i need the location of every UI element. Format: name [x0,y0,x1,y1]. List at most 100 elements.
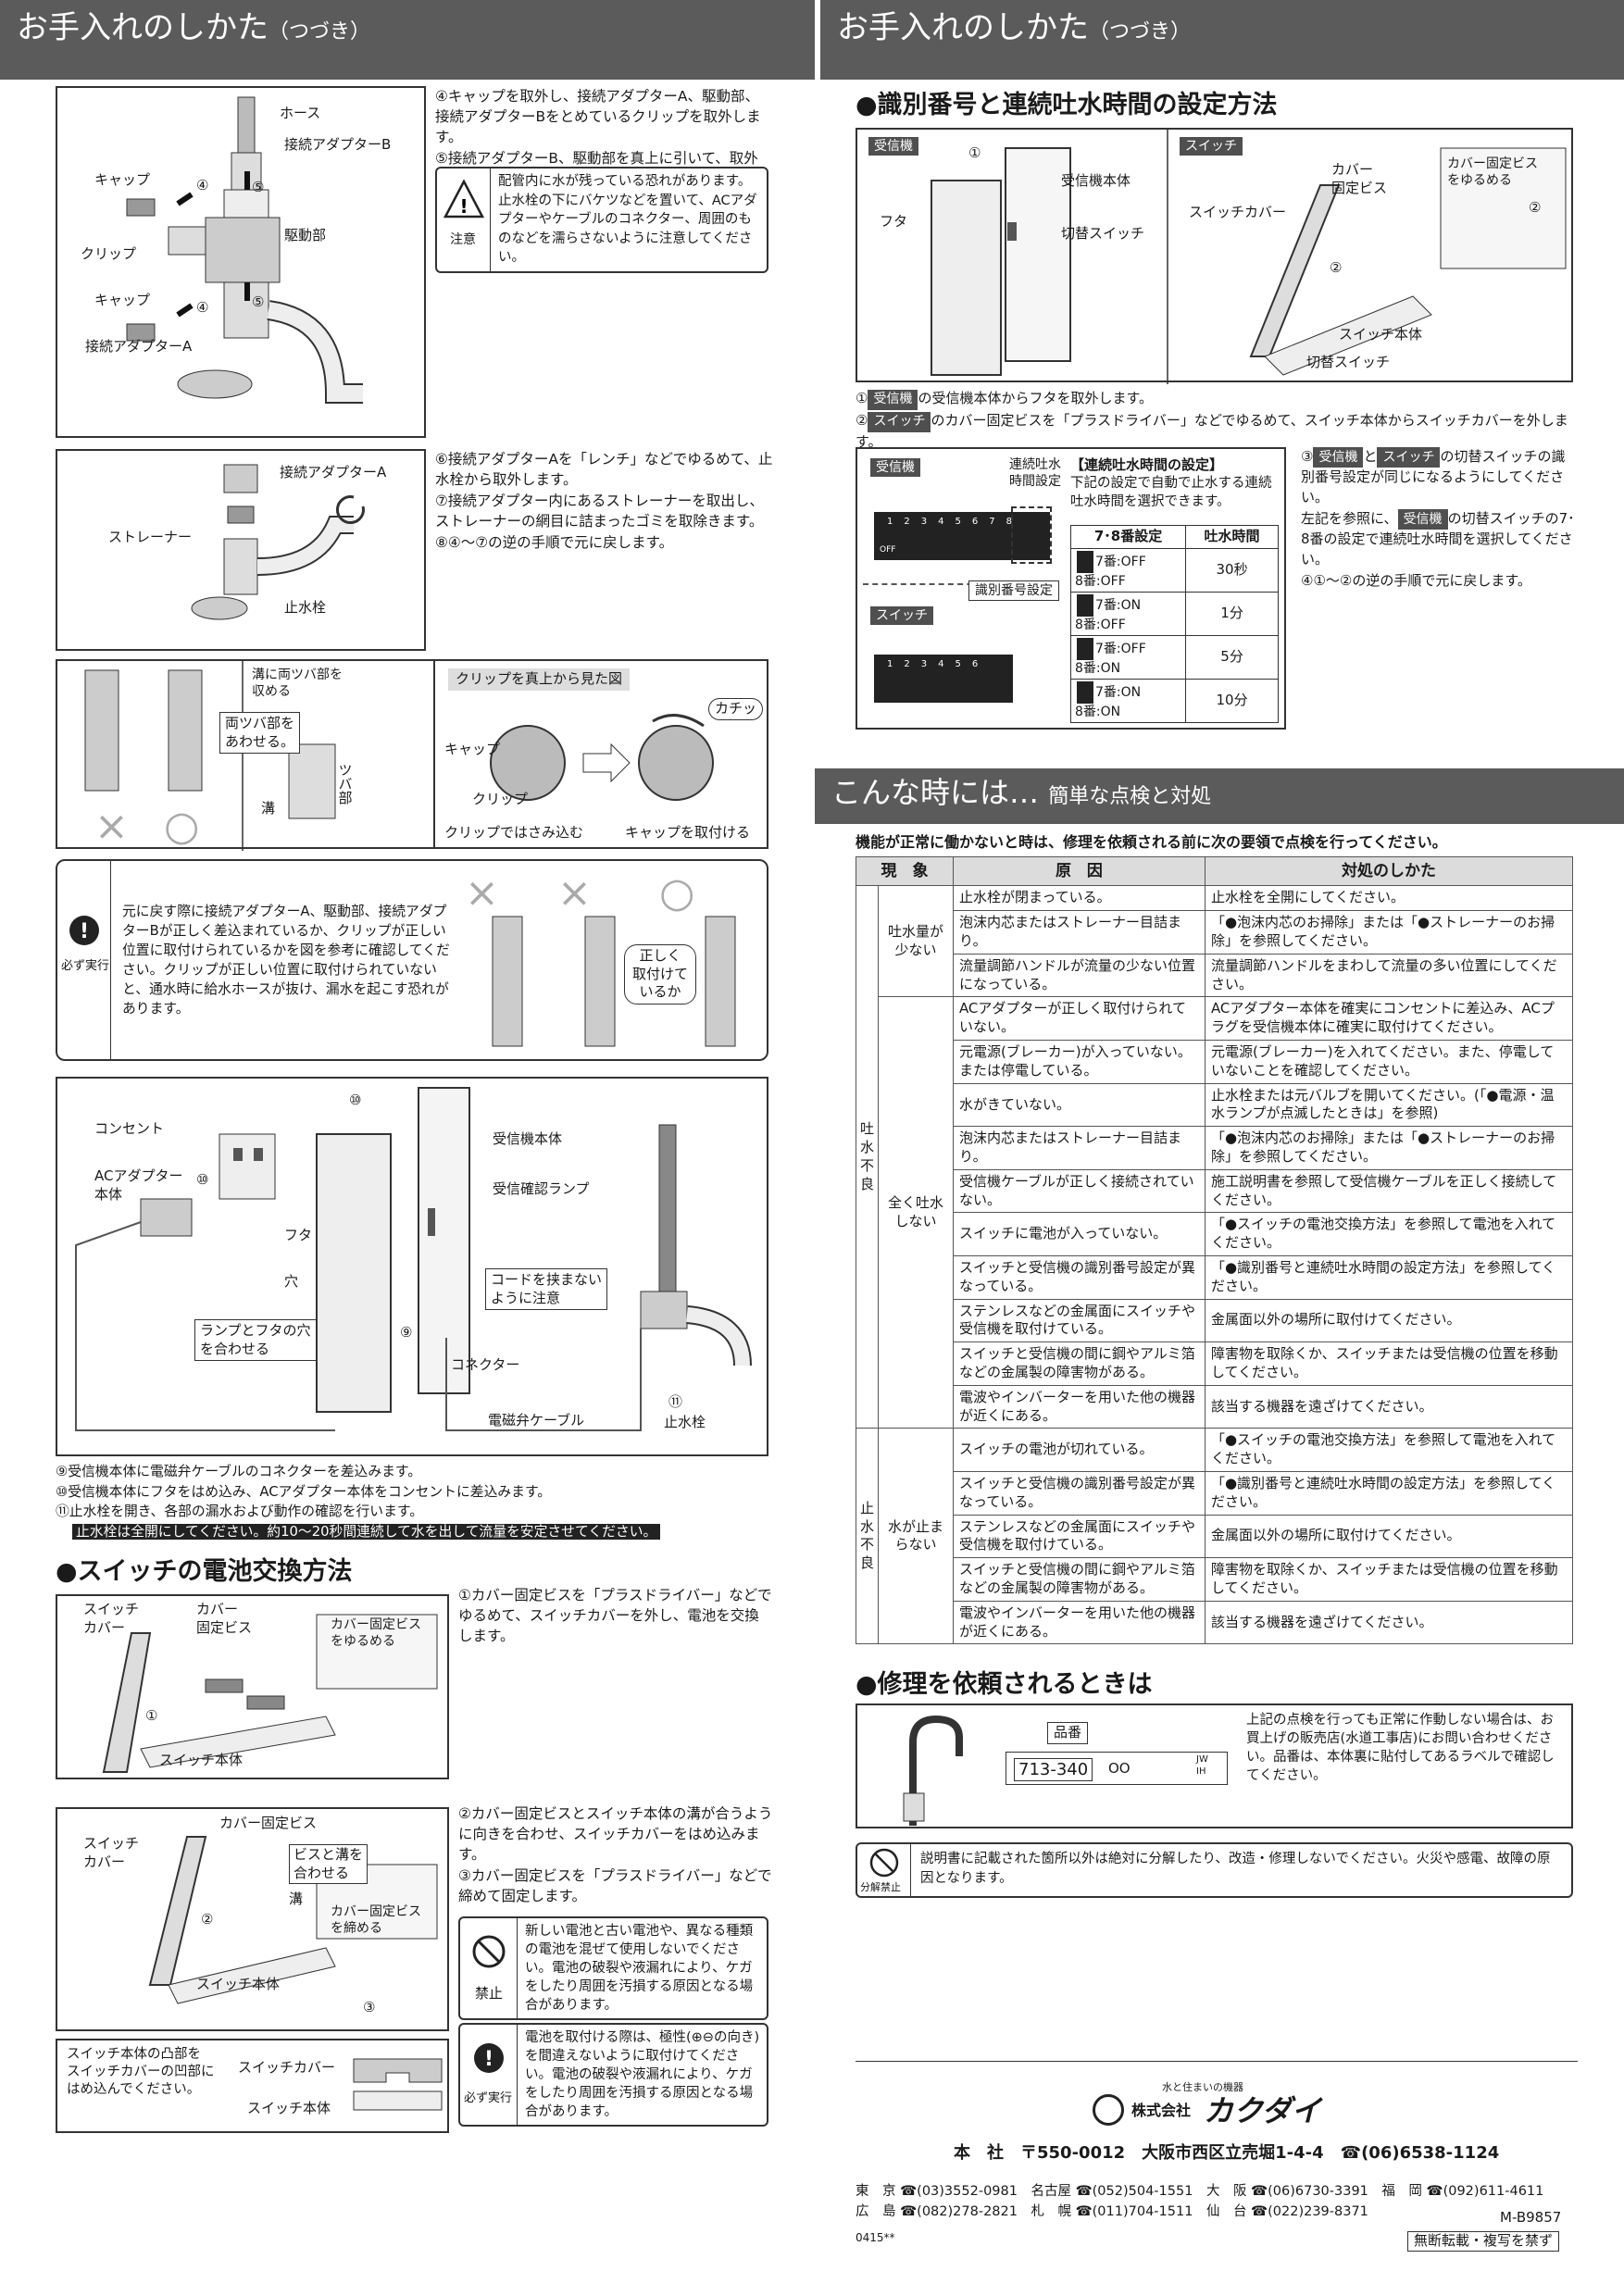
step3-text: の切替スイッチの識別番号設定が同じになるようにしてください。 [1301,448,1566,506]
clip-view-title: クリップを真上から見た図 [448,668,631,691]
step-4: ④キャップを取外し、接続アダプターA、駆動部、接続アダプターBをとめているクリッ… [435,88,761,145]
figure-battery-note: スイッチ本体の凸部を スイッチカバーの凹部に はめ込んでください。 スイッチカバ… [56,2039,449,2133]
footer-company: 株式会社 [1131,2102,1192,2119]
dip-heading: 【連続吐水時間の設定】 [1070,456,1224,473]
callout-lamp-align: ランプとフタの穴 を合わせる [194,1319,317,1361]
caption-cap-attach: キャップを取付ける [625,824,751,841]
battery-step-2: ②カバー固定ビスとスイッチ本体の溝が合うように向きを合わせ、スイッチカバーをはめ… [458,1805,773,1863]
step-6: ⑥接続アダプターAを「レンチ」などでゆるめて、止水栓から取外します。 [435,451,773,488]
figure-receiver-install: コンセント ACアダプター 本体 ⑩ ⑩ フタ 穴 ランプとフタの穴 を合わせる… [56,1077,768,1456]
label-step10a: ⑩ [196,1171,209,1188]
label-flange-part: ツバ部 [336,763,354,805]
label-id-receiver-body: 受信機本体 [1061,172,1131,189]
label-tighten-screw: カバー固定ビス を締める [331,1904,421,1937]
label-cap-1: キャップ [94,171,151,188]
clip-illustration [490,714,714,801]
svg-text:!: ! [484,2048,493,2071]
label-id-cover-screw: カバー 固定ビス [1331,161,1388,196]
dip-tag-switch: スイッチ [870,606,933,626]
label-groove-fit: 溝に両ツバ部を 収める [252,668,343,700]
flange-illustration [84,661,336,851]
remedy-2-2: 元電源(ブレーカー)を入れてください。また、停電していないことを確認してください… [1204,1040,1574,1084]
no-disassembly-icon [869,1848,899,1878]
dip-receiver-block: 12345678 OFF [874,512,1050,560]
footer-offices-1: 東 京 ☎(03)3552-0981 名古屋 ☎(052)504-1551 大 … [856,2184,1544,2199]
caution-icon-area: ! 注意 [437,168,491,271]
dip-description: 下記の設定で自動で止水する連続吐水時間を選択できます。 [1070,476,1272,509]
right-header-title: お手入れのしかた [837,9,1089,46]
figure-strainer: 接続アダプターA ストレーナー 止水栓 [56,449,426,651]
product-code: 713-340 [1014,1758,1093,1782]
cause-2-9: スイッチと受信機の間に鋼やアルミ箔などの金属製の障害物がある。 [952,1341,1206,1386]
repair-section-title: ●修理を依頼されるときは [856,1670,1153,1699]
warning-icon: ! [443,179,485,218]
cause-2-3: 水がきていない。 [952,1082,1206,1128]
trouble-table: 現 象原 因対処のしかた 吐 水 不 良吐水量が少ない止水栓が閉まっている。止水… [856,855,1574,1645]
idset-section-title: ●識別番号と連続吐水時間の設定方法 [856,91,1278,119]
cause-1-1: 止水栓が閉まっている。 [952,885,1206,912]
must-text-1: 元に戻す際に接続アダプターA、駆動部、接続アダプターBが正しく差込まれているか、… [122,904,450,1017]
repair-text: 上記の点検を行っても正常に作動しない場合は、お買上げの販売店(水道工事店)にお問… [1246,1713,1555,1783]
remedy-1-3: 流量調節ハンドルをまわして流量の多い位置にしてください。 [1204,953,1574,998]
dip-row3-time: 5分 [1185,634,1279,680]
label-step4b: ④ [196,299,209,316]
symptom-no-water: 全く吐水しない [878,996,954,1429]
dip-row4-time: 10分 [1185,679,1279,724]
label-switch-cover-3: スイッチカバー [238,2059,336,2076]
must-do-box-2: ! 必ず実行 電池を取付ける際は、極性(⊕⊖の向き)を間違えないように取付けてく… [458,2023,768,2127]
tag-receiver: 受信機 [868,137,918,156]
id-step2-text: のカバー固定ビスを「プラスドライバー」などでゆるめて、スイッチ本体からスイッチカ… [856,411,1568,450]
th-symptom: 現 象 [856,855,954,887]
cause-2-8: ステンレスなどの金属面にスイッチや受信機を取付けている。 [952,1298,1206,1343]
label-drive: 駆動部 [284,227,327,243]
clip-check-illustration [492,916,736,1047]
strainer-illustration [191,464,365,620]
cause-3-2: スイッチと受信機の識別番号設定が異なっている。 [952,1470,1206,1516]
footer-brand: カクダイ [1204,2093,1321,2128]
battery-steps-2: ②カバー固定ビスとスイッチ本体の溝が合うように向きを合わせ、スイッチカバーをはめ… [458,1803,773,1907]
remedy-2-3: 止水栓または元バルブを開いてください。(「●電源・温水ランプが点滅したときは」を… [1204,1082,1574,1128]
label-adapter-a: 接続アダプターA [85,338,193,355]
remedy-3-2: 「●識別番号と連続吐水時間の設定方法」を参照してください。 [1204,1470,1574,1516]
label-id-switch-cover: スイッチカバー [1189,204,1287,220]
figure-clip-top: クリップを真上から見た図 カチッ キャップ クリップ クリップではさみ込む キャ… [435,659,768,849]
label-switch-cover-2: スイッチ カバー [83,1835,140,1870]
dip-highlight-78 [1011,506,1052,564]
label-mizo: 溝 [261,800,276,817]
prohibit-box: 禁止 新しい電池と古い電池や、異なる種類の電池を混ぜて使用しないでください。電池… [458,1916,768,2020]
disassembly-box: 分解禁止 説明書に記載された箇所以外は絶対に分解したり、改造・修理しないでくださ… [856,1842,1573,1898]
footer-doc-number: M-B9857 [1500,2209,1562,2226]
caption-clip-pinch: クリップではさみ込む [444,824,584,841]
dip-label-continuous: 連続吐水 時間設定 [1009,457,1061,490]
highlight-valve-open: 止水栓は全開にしてください。約10～20秒間連続して水を出して流量を安定させてく… [72,1524,661,1541]
id-step1-num: ① [856,390,868,406]
left-header-sub: （つづき） [269,20,371,44]
step3-tag-rcv2: 受信機 [1397,508,1448,530]
cause-2-4: 泡沫内芯またはストレーナー目詰まり。 [952,1126,1206,1170]
prohibit-label: 禁止 [475,1985,504,2002]
step3-and: と [1363,448,1378,465]
label-loosen-screw: カバー固定ビス をゆるめる [331,1617,421,1650]
svg-text:!: ! [459,195,468,218]
caution-text: 配管内に水が残っている恐れがあります。止水栓の下にバケツなどを置いて、ACアダプ… [498,174,757,266]
cause-3-3: ステンレスなどの金属面にスイッチや受信機を取付けている。 [952,1514,1206,1559]
remedy-2-8: 金属面以外の場所に取付けてください。 [1204,1298,1574,1343]
label-switch-cover: スイッチ カバー [83,1601,140,1636]
cause-3-1: スイッチの電池が切れている。 [952,1428,1206,1472]
th-cause: 原 因 [952,855,1206,887]
step-10: ⑩受信機本体にフタをはめ込み、ACアダプター本体をコンセントに差込みます。 [56,1483,552,1500]
fit-diagram [353,2058,443,2111]
label-id-switch-toggle: 切替スイッチ [1306,354,1391,370]
label-step11: ⑪ [668,1393,683,1410]
exclamation-icon-2: ! [474,2043,504,2073]
label-valve-2: 止水栓 [664,1414,706,1430]
jw-mark: JW IH [1196,1754,1208,1777]
step3-ref: 左記を参照に、 [1301,509,1398,527]
label-ac-adapter: ACアダプター 本体 [94,1167,183,1203]
dip-row1-setting: 7番:OFF 8番:OFF [1075,554,1146,589]
cause-2-6: スイッチに電池が入っていない。 [952,1212,1206,1256]
label-receiver-body: 受信機本体 [493,1130,563,1147]
cause-2-1: ACアダプターが正しく取付けられていない。 [952,996,1206,1042]
footer-offices-2: 広 島 ☎(082)278-2821 札 幌 ☎(011)704-1511 仙 … [856,2204,1368,2219]
remedy-3-4: 障害物を取除くか、スイッチまたは受信機の位置を移動してください。 [1204,1557,1574,1602]
